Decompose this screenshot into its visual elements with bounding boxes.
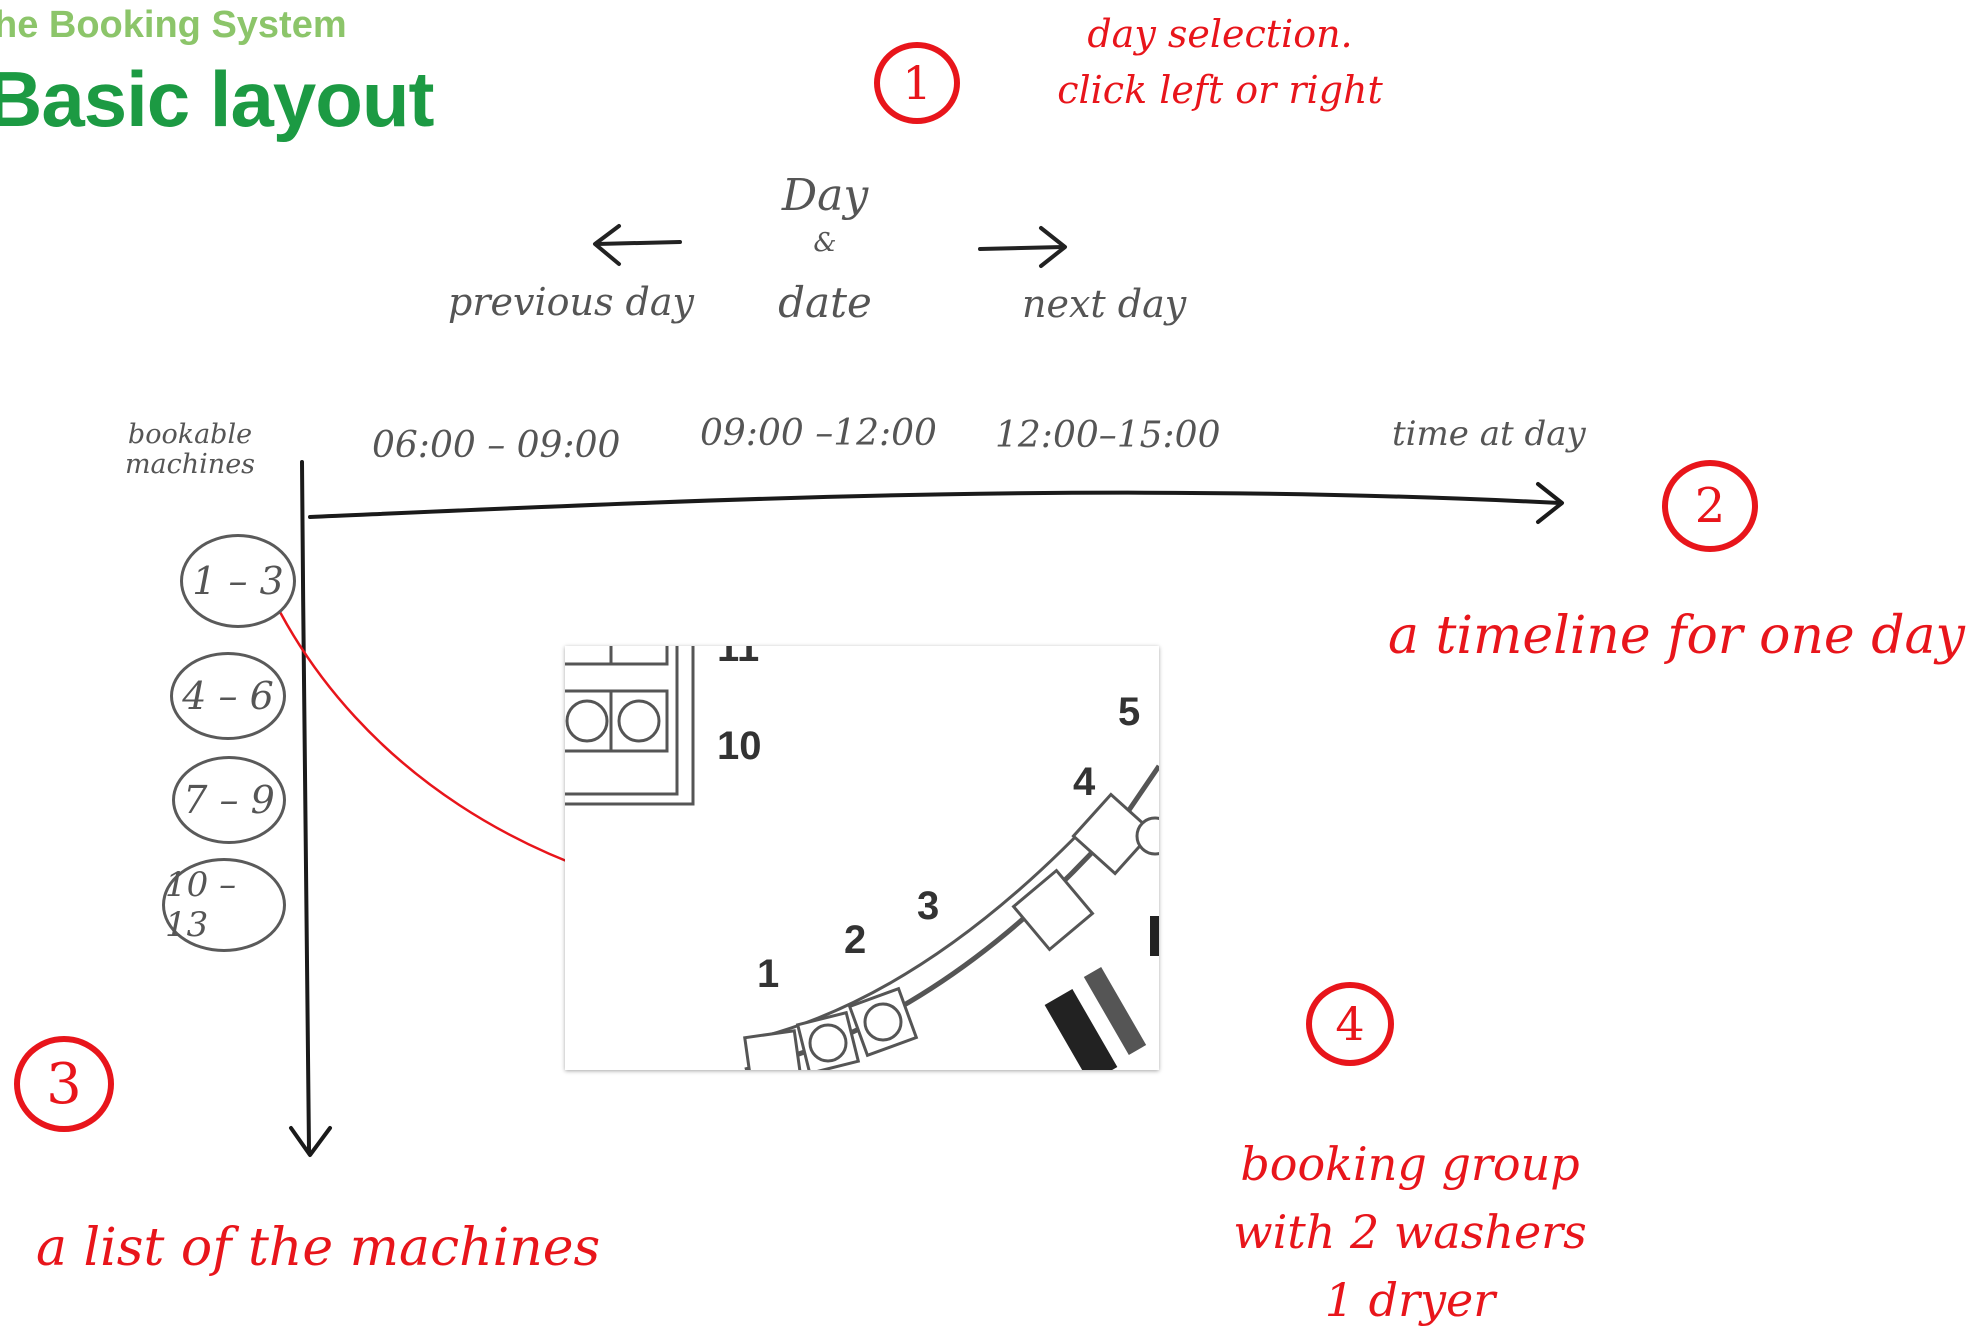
machine-axis-arrowhead — [289, 1126, 332, 1157]
annotation-note-1: day selection. click left or right — [1050, 6, 1390, 118]
floorplan-number-1: 1 — [757, 952, 780, 996]
previous-day-label[interactable]: previous day — [448, 280, 694, 324]
ampersand-label: & — [813, 228, 837, 258]
time-slot-1[interactable]: 06:00 – 09:00 — [372, 425, 621, 466]
page-title: Basic layout — [0, 55, 435, 143]
floorplan-drawing — [565, 646, 1159, 1070]
time-axis-label: time at day — [1392, 414, 1586, 454]
machine-group-7-9[interactable]: 7 – 9 — [172, 756, 286, 844]
date-label: date — [778, 278, 872, 327]
annotation-marker-2: 2 — [1662, 460, 1758, 552]
arrow-right-icon — [978, 226, 1067, 268]
annotation-note-4: booking group with 2 washers 1 dryer — [1190, 1130, 1630, 1334]
arrow-left-icon — [593, 224, 682, 266]
floorplan-number-2: 2 — [844, 918, 867, 962]
next-day-label[interactable]: next day — [1022, 282, 1187, 326]
annotation-marker-3: 3 — [14, 1036, 114, 1132]
annotation-note-1-line2: click left or right — [1057, 68, 1383, 112]
annotation-note-4-line2: with 2 washers — [1233, 1205, 1587, 1259]
floorplan-number-3: 3 — [917, 884, 940, 928]
annotation-marker-1: 1 — [874, 42, 960, 124]
floorplan-image[interactable]: 11 10 5 4 3 2 1 — [565, 646, 1159, 1070]
floorplan-number-4: 4 — [1073, 760, 1096, 804]
annotation-note-3: a list of the machines — [36, 1218, 601, 1278]
annotation-note-4-line1: booking group — [1240, 1137, 1580, 1191]
annotation-note-1-line1: day selection. — [1087, 12, 1353, 56]
bookable-machines-line1: bookable — [127, 419, 253, 450]
bookable-machines-label: bookable machines — [115, 420, 265, 480]
bookable-machines-line2: machines — [124, 449, 256, 480]
floorplan-number-11: 11 — [717, 646, 760, 670]
floorplan-number-5: 5 — [1118, 690, 1141, 734]
annotation-marker-4: 4 — [1306, 982, 1394, 1066]
time-slot-3[interactable]: 12:00–15:00 — [995, 415, 1221, 456]
machine-group-1-3[interactable]: 1 – 3 — [180, 534, 296, 628]
annotation-note-2: a timeline for one day — [1388, 606, 1965, 666]
machine-group-4-6[interactable]: 4 – 6 — [170, 652, 286, 740]
machine-axis-line — [300, 460, 311, 1152]
day-label: Day — [781, 170, 869, 221]
time-axis-line — [308, 490, 1562, 519]
machine-group-10-13[interactable]: 10 – 13 — [162, 858, 286, 952]
next-day-button[interactable] — [975, 222, 1075, 272]
floorplan-number-10: 10 — [717, 724, 762, 768]
time-axis-arrowhead — [1536, 482, 1564, 524]
time-slot-2[interactable]: 09:00 –12:00 — [700, 413, 937, 454]
header-subtitle: he Booking System — [0, 4, 347, 46]
annotation-note-4-line3: 1 dryer — [1324, 1273, 1496, 1327]
previous-day-button[interactable] — [585, 220, 685, 270]
